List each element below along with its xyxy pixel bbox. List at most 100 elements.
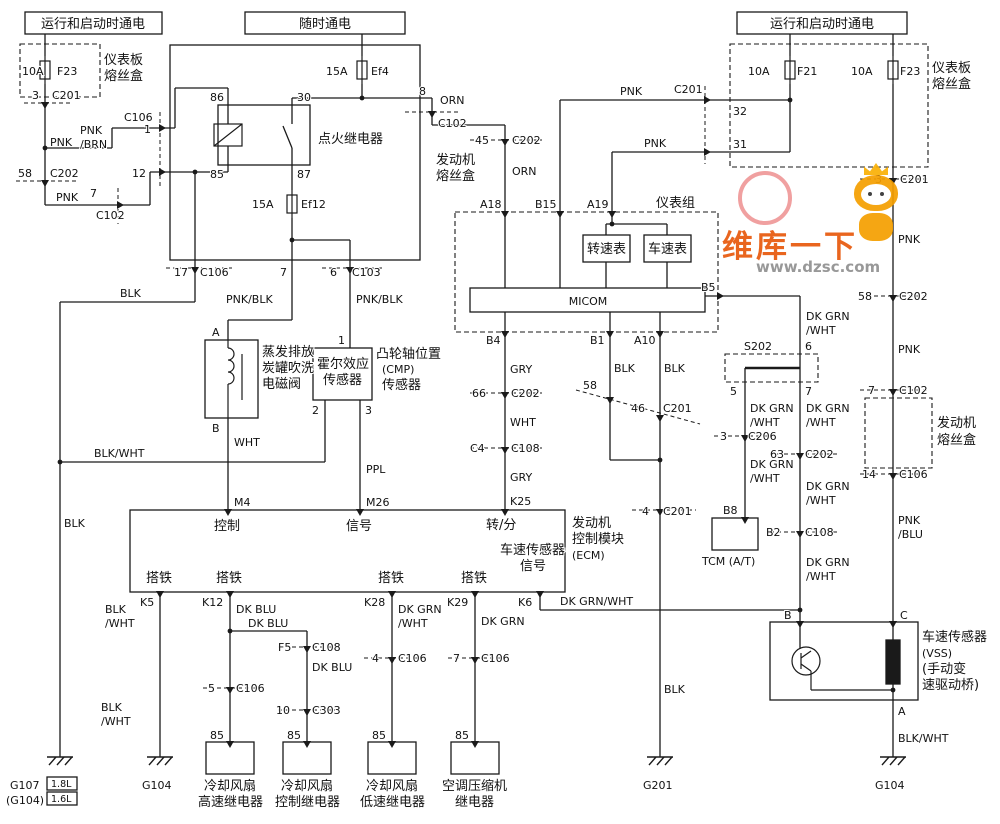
label-conn-c201-l: C201 (52, 89, 81, 102)
label-pin-b8: B8 (723, 504, 738, 517)
label-pin-b4: B4 (486, 334, 501, 347)
label-gnd-g104-note: (G104) (6, 794, 44, 807)
label-hall-label-2: 传感器 (323, 372, 362, 388)
cmp-sensor-box (312, 347, 373, 401)
label-relay2-label-2: 控制继电器 (275, 795, 340, 810)
label-pin-a-vss: A (898, 705, 906, 718)
label-pin-b5: B5 (701, 281, 716, 294)
label-pin-c-vss: C (900, 609, 908, 622)
label-ip-fusebox-l-1: 仪表板 (104, 53, 143, 68)
label-pin-b15: B15 (535, 198, 557, 211)
label-fuse-f23l-name: F23 (57, 65, 77, 78)
label-wire-blkwht-3b: /WHT (105, 617, 135, 630)
label-hall-label-1: 霍尔效应 (317, 356, 369, 372)
label-pin-f5: F5 (278, 641, 291, 654)
label-relay3-label-2: 低速继电器 (360, 795, 425, 810)
label-pin-7-relay: 7 (280, 266, 287, 279)
label-header-left: 运行和启动时通电 (41, 17, 145, 32)
label-wire-dgn-2: /WHT (398, 617, 428, 630)
label-conn-c102-r: C102 (899, 384, 928, 397)
label-pin-85-r1: 85 (210, 729, 224, 742)
label-pin-12-c106: 12 (132, 167, 146, 180)
label-pin-a19: A19 (587, 198, 609, 211)
ground-g201-icon (646, 756, 674, 766)
label-ignition-relay-label: 点火继电器 (318, 132, 383, 147)
label-wire-blkwht-3a: BLK (105, 603, 127, 616)
ground-g104-left-icon (146, 756, 174, 766)
label-pin-a18: A18 (480, 198, 502, 211)
label-evap-label-2: 炭罐吹洗 (262, 361, 314, 376)
label-conn-c108-f5: C108 (312, 641, 341, 654)
label-pin-k5: K5 (140, 596, 154, 609)
label-cmp-label-2: (CMP) (382, 363, 414, 376)
label-wire-blkwht-2: BLK/WHT (898, 732, 949, 745)
label-wire-blk-3: BLK (664, 362, 686, 375)
label-conn-c201-r: C201 (900, 173, 929, 186)
label-pin-1-cmp: 1 (338, 334, 345, 347)
label-conn-c108-s: C108 (805, 526, 834, 539)
label-wire-orn-2: ORN (512, 165, 537, 178)
label-wire-dg-6: /WHT (750, 472, 780, 485)
label-wire-dg-11: DK GRN (806, 310, 850, 323)
label-wire-dkblu-1: DK BLU (236, 603, 276, 616)
label-pin-31: 31 (733, 138, 747, 151)
label-ecm-label-1: 发动机 (572, 515, 611, 531)
label-ip-fusebox-r-2: 熔丝盒 (932, 76, 971, 92)
label-pin-k25: K25 (510, 495, 531, 508)
label-wire-pnk-2: PNK (56, 191, 79, 204)
ground-g107-icon (46, 756, 74, 766)
label-cmp-label-1: 凸轮轴位置 (376, 347, 441, 362)
label-pin-m4: M4 (234, 496, 251, 509)
label-conn-c102-l: C102 (96, 209, 125, 222)
label-conn-c303: C303 (312, 704, 341, 717)
label-wire-ppl: PPL (366, 463, 386, 476)
label-efb-label-2: 熔丝盒 (436, 168, 475, 184)
tcm-box (711, 517, 759, 551)
label-conn-c202-t: C202 (512, 134, 541, 147)
label-relay4-label-1: 空调压缩机 (442, 778, 507, 794)
label-pin-5-s202: 5 (730, 385, 737, 398)
label-wire-dg-12: /WHT (806, 324, 836, 337)
header-mid-box (244, 11, 406, 35)
s202-splice-box (724, 353, 819, 383)
label-pin-5-c106: 5 (208, 682, 215, 695)
label-splice-s202: S202 (744, 340, 772, 353)
label-wire-gry-2: GRY (510, 471, 532, 484)
label-relay2-label-1: 冷却风扇 (281, 778, 333, 794)
label-wire-blk-4: BLK (664, 683, 686, 696)
label-pin-4-c106: 4 (372, 652, 379, 665)
label-conn-c201-m: C201 (663, 402, 692, 415)
label-pin-7-s202: 7 (805, 385, 812, 398)
tachometer-box (582, 234, 631, 263)
engine-fusebox-right (864, 397, 933, 469)
label-pin-6-s202: 6 (805, 340, 812, 353)
label-wire-pnkbrn-2: /BRN (80, 138, 107, 151)
fuse-f23-right-icon (887, 55, 899, 85)
label-pin-a-evap: A (212, 326, 220, 339)
label-ecm-gnd-1: 搭铁 (146, 570, 172, 586)
label-vss-label-1: 车速传感器 (922, 629, 987, 645)
ignition-relay-outer-box (169, 44, 421, 261)
label-relay3-label-1: 冷却风扇 (366, 778, 418, 794)
label-speedo-label: 车速表 (648, 241, 687, 257)
label-fuse-f21-amp: 10A (748, 65, 770, 78)
label-gnd-g104-r: G104 (875, 779, 905, 792)
label-ip-fusebox-l-2: 熔丝盒 (104, 68, 143, 84)
label-ecm-gnd-4: 搭铁 (461, 570, 487, 586)
label-wire-dg-7: DK GRN (806, 480, 850, 493)
label-ecm-sig: 信号 (346, 519, 372, 534)
fuse-f21-icon (784, 55, 796, 85)
label-wire-blk-2: BLK (614, 362, 636, 375)
label-wire-dg-10: /WHT (806, 570, 836, 583)
wires (44, 34, 894, 757)
junction-dots (42, 95, 896, 693)
label-conn-c201-t: C201 (674, 83, 703, 96)
label-conn-c102-m: C102 (438, 117, 467, 130)
label-wire-pnkblk-2: PNK/BLK (356, 293, 403, 306)
ground-symbols (46, 756, 907, 766)
label-tag-16l: 1.6L (51, 794, 72, 805)
instrument-cluster-box (454, 211, 719, 333)
label-ecm-ctrl: 控制 (214, 519, 240, 534)
label-fuse-ef4-name: Ef4 (371, 65, 389, 78)
label-ecm-gnd-3: 搭铁 (378, 570, 404, 586)
